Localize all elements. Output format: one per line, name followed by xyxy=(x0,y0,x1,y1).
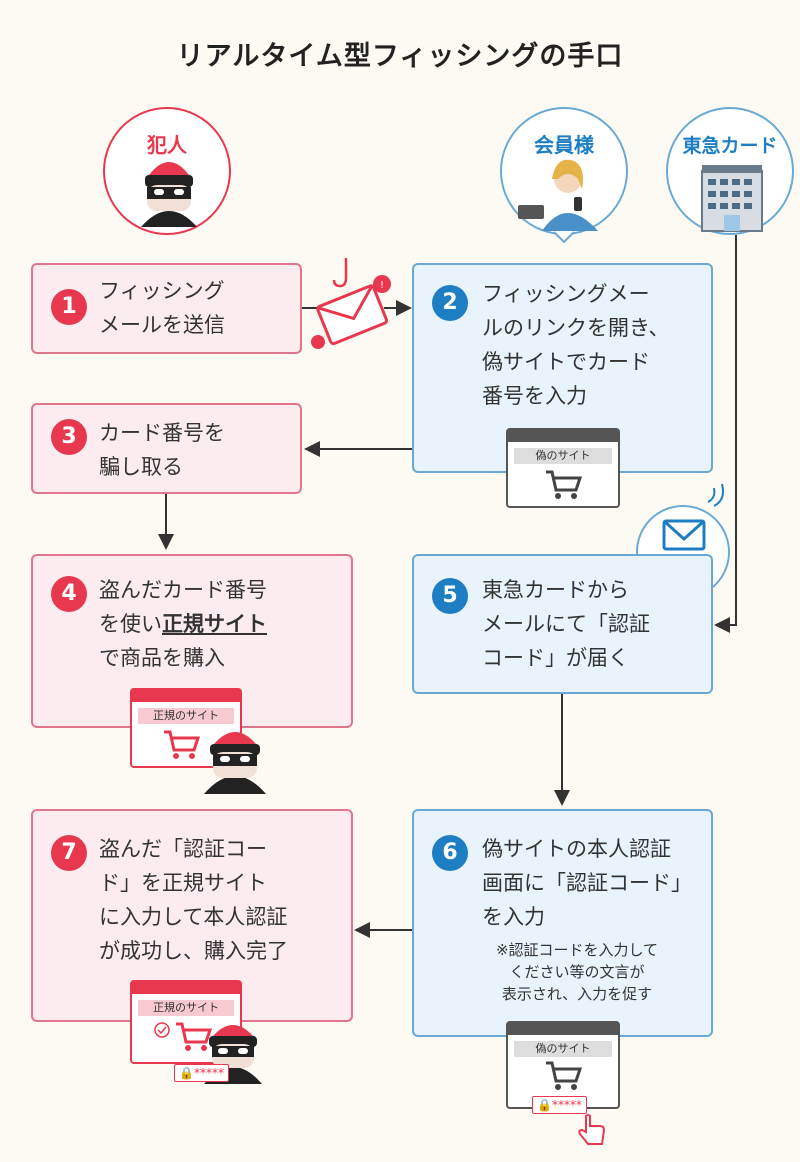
step-5-line: コード」が届く xyxy=(482,646,629,670)
step-6-line: 画面に「認証コード」 xyxy=(482,871,692,895)
step-6-line: 偽サイトの本人認証 xyxy=(482,837,671,861)
step-5-number: 5 xyxy=(432,578,468,614)
step-6-box: 6 偽サイトの本人認証 画面に「認証コード」 を入力 ※認証コードを入力して く… xyxy=(412,809,713,1037)
step-6-number: 6 xyxy=(432,835,468,871)
building-icon xyxy=(701,165,763,232)
page-title: リアルタイム型フィッシングの手口 xyxy=(176,41,624,72)
step-7-line: が成功し、購入完了 xyxy=(99,939,288,963)
step-6-note-line: 表示され、入力を促す xyxy=(501,985,653,1003)
actor-company-label: 東急カード xyxy=(682,135,778,157)
official-site-label: 正規のサイト xyxy=(138,708,234,724)
step-3-box: 3 カード番号を 騙し取る xyxy=(31,403,302,494)
step-1-line: フィッシング xyxy=(99,279,225,303)
step-2-text: フィッシングメー ルのリンクを開き、 偽サイトでカード 番号を入力 xyxy=(482,277,670,413)
check-icon xyxy=(154,1022,170,1038)
step-2-line: 番号を入力 xyxy=(482,384,587,408)
step-6-line: を入力 xyxy=(482,905,545,929)
step-7-number: 7 xyxy=(51,835,87,871)
step-6-note: ※認証コードを入力して ください等の文言が 表示され、入力を促す xyxy=(482,939,672,1005)
pointer-hand-icon xyxy=(578,1114,606,1145)
step-2-line: 偽サイトでカード xyxy=(482,350,650,374)
step-2-line: ルのリンクを開き、 xyxy=(482,316,670,340)
step-6-note-line: ※認証コードを入力して xyxy=(495,941,659,959)
code-mask: ***** xyxy=(193,1066,224,1080)
code-input-7: 🔒***** xyxy=(174,1064,229,1082)
actor-criminal: 犯人 xyxy=(103,107,231,235)
actor-member-label: 会員様 xyxy=(534,133,594,157)
criminal-icon xyxy=(141,162,197,227)
step-4-text: 盗んだカード番号 を使い正規サイト で商品を購入 xyxy=(99,573,267,675)
actor-criminal-label: 犯人 xyxy=(147,133,187,157)
phishing-mail-icon: ! xyxy=(311,258,391,349)
step-6-note-line: ください等の文言が xyxy=(509,963,645,981)
step-5-line: メールにて「認証 xyxy=(482,612,650,636)
svg-text:!: ! xyxy=(380,280,384,291)
step-4-line: を使い正規サイト xyxy=(99,607,267,641)
step-3-line: 騙し取る xyxy=(99,455,183,479)
actor-company: 東急カード xyxy=(666,107,794,235)
cart-icon xyxy=(546,470,583,499)
step-4-line: 盗んだカード番号 xyxy=(99,578,267,602)
official-site-window-4: 正規のサイト xyxy=(130,688,242,768)
step-5-text: 東急カードから メールにて「認証 コード」が届く xyxy=(482,573,650,675)
step-2-line: フィッシングメー xyxy=(482,282,650,306)
step-7-line: に入力して本人認証 xyxy=(99,905,288,929)
official-site-emphasis: 正規サイト xyxy=(162,612,267,636)
official-site-label: 正規のサイト xyxy=(138,1000,234,1016)
mail-icon xyxy=(648,519,706,569)
cart-icon xyxy=(546,1061,583,1090)
step-1-number: 1 xyxy=(51,289,87,325)
step-2-number: 2 xyxy=(432,285,468,321)
step-7-line: ド」を正規サイト xyxy=(99,871,267,895)
step-3-number: 3 xyxy=(51,419,87,455)
step-3-line: カード番号を xyxy=(99,421,225,445)
step-4-line: で商品を購入 xyxy=(99,646,225,670)
fake-site-window-6: 偽のサイト xyxy=(506,1021,620,1109)
step-1-box: 1 フィッシング メールを送信 xyxy=(31,263,302,354)
cart-icon xyxy=(176,1022,213,1051)
step-4-box: 4 盗んだカード番号 を使い正規サイト で商品を購入 xyxy=(31,554,353,728)
step-5-box: 5 東急カードから メールにて「認証 コード」が届く xyxy=(412,554,713,694)
code-mask: ***** xyxy=(551,1098,582,1112)
step-1-line: メールを送信 xyxy=(99,313,225,337)
step-3-text: カード番号を 騙し取る xyxy=(99,416,225,484)
member-speech-tail xyxy=(553,231,575,244)
step-1-text: フィッシング メールを送信 xyxy=(99,274,225,342)
step-4-line-prefix: を使い xyxy=(99,612,162,636)
lock-icon: 🔒 xyxy=(179,1066,194,1080)
step-7-text: 盗んだ「認証コー ド」を正規サイト に入力して本人認証 が成功し、購入完了 xyxy=(99,832,288,968)
signal-waves-icon xyxy=(707,483,724,507)
lock-icon: 🔒 xyxy=(537,1098,552,1112)
step-6-text: 偽サイトの本人認証 画面に「認証コード」 を入力 xyxy=(482,832,692,934)
fake-site-window: 偽のサイト xyxy=(506,428,620,508)
cart-icon xyxy=(164,730,201,759)
fake-site-label: 偽のサイト xyxy=(514,1041,612,1057)
fake-site-label: 偽のサイト xyxy=(514,448,612,464)
actor-member: 会員様 xyxy=(500,107,628,235)
step-5-line: 東急カードから xyxy=(482,578,629,602)
step-7-line: 盗んだ「認証コー xyxy=(99,837,267,861)
code-input-6: 🔒***** xyxy=(532,1096,587,1114)
criminal-icon xyxy=(204,732,266,794)
member-person-icon xyxy=(518,159,598,231)
step-4-number: 4 xyxy=(51,576,87,612)
